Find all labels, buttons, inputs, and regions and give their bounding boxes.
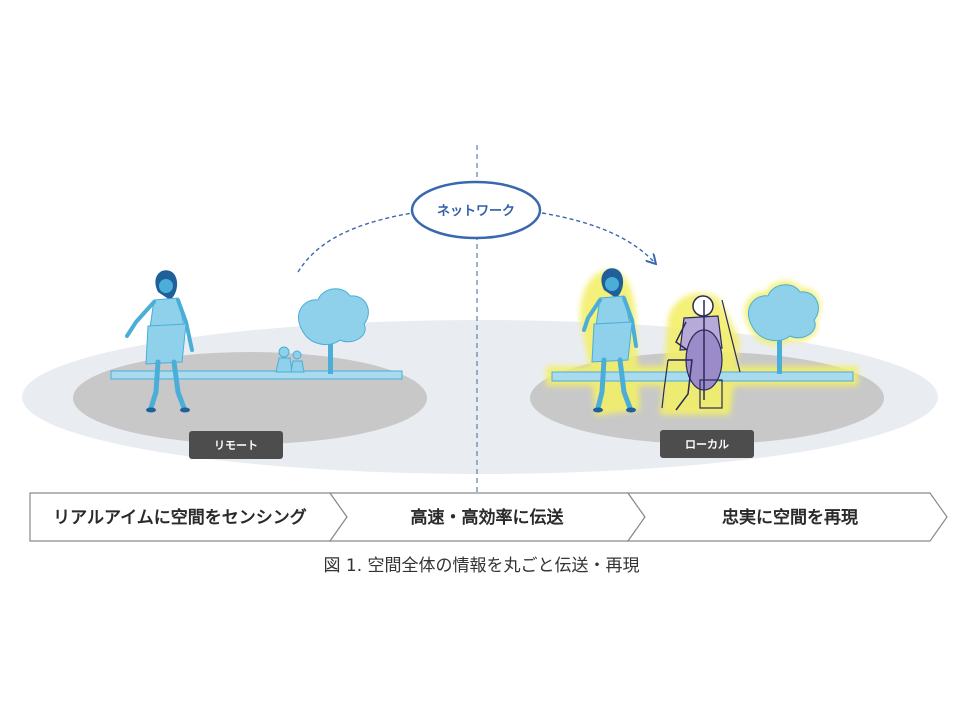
network-node: ネットワーク [410, 180, 542, 240]
arc-right-arrow [541, 212, 655, 263]
network-label: ネットワーク [437, 204, 515, 219]
arc-left [297, 212, 413, 273]
step-2-label: 高速・高効率に伝送 [411, 507, 565, 528]
remote-tree [297, 288, 369, 374]
remote-label: リモート [214, 439, 258, 452]
remote-stage [73, 352, 427, 444]
remote-small-people [275, 346, 305, 373]
cellist-figure [661, 295, 741, 411]
process-step-1: リアルアイムに空間をセンシング [29, 492, 348, 542]
step-3-label: 忠実に空間を再現 [722, 507, 858, 528]
remote-floor [110, 370, 403, 380]
process-step-2: 高速・高効率に伝送 [328, 492, 646, 542]
process-step-3: 忠実に空間を再現 [626, 492, 948, 542]
local-chip: ローカル [660, 430, 754, 458]
figure-caption: 図 1. 空間全体の情報を丸ごと伝送・再現 [323, 556, 640, 576]
local-dancer-figure [582, 268, 638, 413]
local-tree [747, 284, 819, 374]
local-label: ローカル [685, 438, 729, 451]
remote-dancer-figure [125, 270, 194, 413]
step-1-label: リアルアイムに空間をセンシング [53, 507, 307, 528]
remote-chip: リモート [189, 431, 283, 459]
